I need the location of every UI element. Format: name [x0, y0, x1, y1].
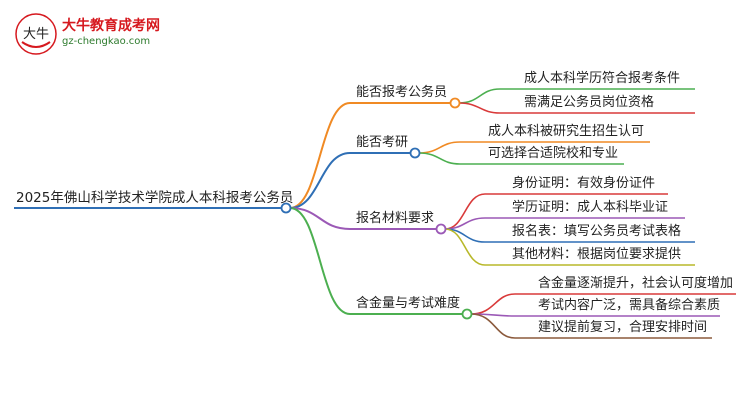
leaf-3-4: 其他材料：根据岗位要求提供 [512, 247, 682, 262]
leaf-2-1: 成人本科被研究生招生认可 [488, 124, 645, 139]
edge-leaf-4-3 [470, 313, 712, 339]
edge-branch-3 [289, 207, 436, 230]
leaf-1-1: 成人本科学历符合报考条件 [524, 71, 681, 86]
edge-branch-4 [289, 207, 462, 315]
branch-4-label: 含金量与考试难度 [356, 296, 461, 311]
leaf-2-2: 可选择合适院校和专业 [488, 146, 619, 161]
branch-2-dot [409, 147, 421, 159]
edge-branch-1 [289, 102, 450, 209]
edge-leaf-3-1 [444, 193, 668, 230]
leaf-3-1: 身份证明：有效身份证件 [512, 176, 656, 191]
root-node-dot [280, 202, 292, 214]
root-label: 2025年佛山科学技术学院成人本科报考公务员 [16, 190, 294, 206]
leaf-1-2: 需满足公务员岗位资格 [524, 95, 655, 110]
logo-mark-icon: 大牛 [15, 13, 57, 55]
branch-2-label: 能否考研 [356, 135, 409, 150]
brand-logo: 大牛 大牛教育成考网 gz-chengkao.com [14, 12, 164, 56]
leaf-4-2: 考试内容广泛，需具备综合素质 [538, 298, 721, 313]
leaf-3-2: 学历证明：成人本科毕业证 [512, 200, 669, 215]
edge-leaf-4-2 [470, 313, 720, 317]
logo-mark-text: 大牛 [23, 27, 49, 42]
branch-4-dot [461, 308, 473, 320]
branch-3-label: 报名材料要求 [356, 211, 435, 226]
edge-branch-2 [289, 152, 410, 209]
branch-3-dot [435, 223, 447, 235]
leaf-4-1: 含金量逐渐提升，社会认可度增加 [538, 276, 734, 291]
edge-leaf-2-2 [418, 152, 624, 165]
branch-1-dot [449, 97, 461, 109]
edge-leaf-1-1 [458, 88, 695, 104]
branch-1-label: 能否报考公务员 [356, 85, 448, 100]
brand-url: gz-chengkao.com [62, 36, 151, 47]
leaf-4-3: 建议提前复习，合理安排时间 [538, 320, 708, 335]
edge-leaf-3-4 [444, 228, 695, 266]
edge-leaf-1-2 [458, 102, 695, 114]
leaf-3-3: 报名表：填写公务员考试表格 [512, 224, 682, 239]
brand-name: 大牛教育成考网 [62, 18, 160, 34]
